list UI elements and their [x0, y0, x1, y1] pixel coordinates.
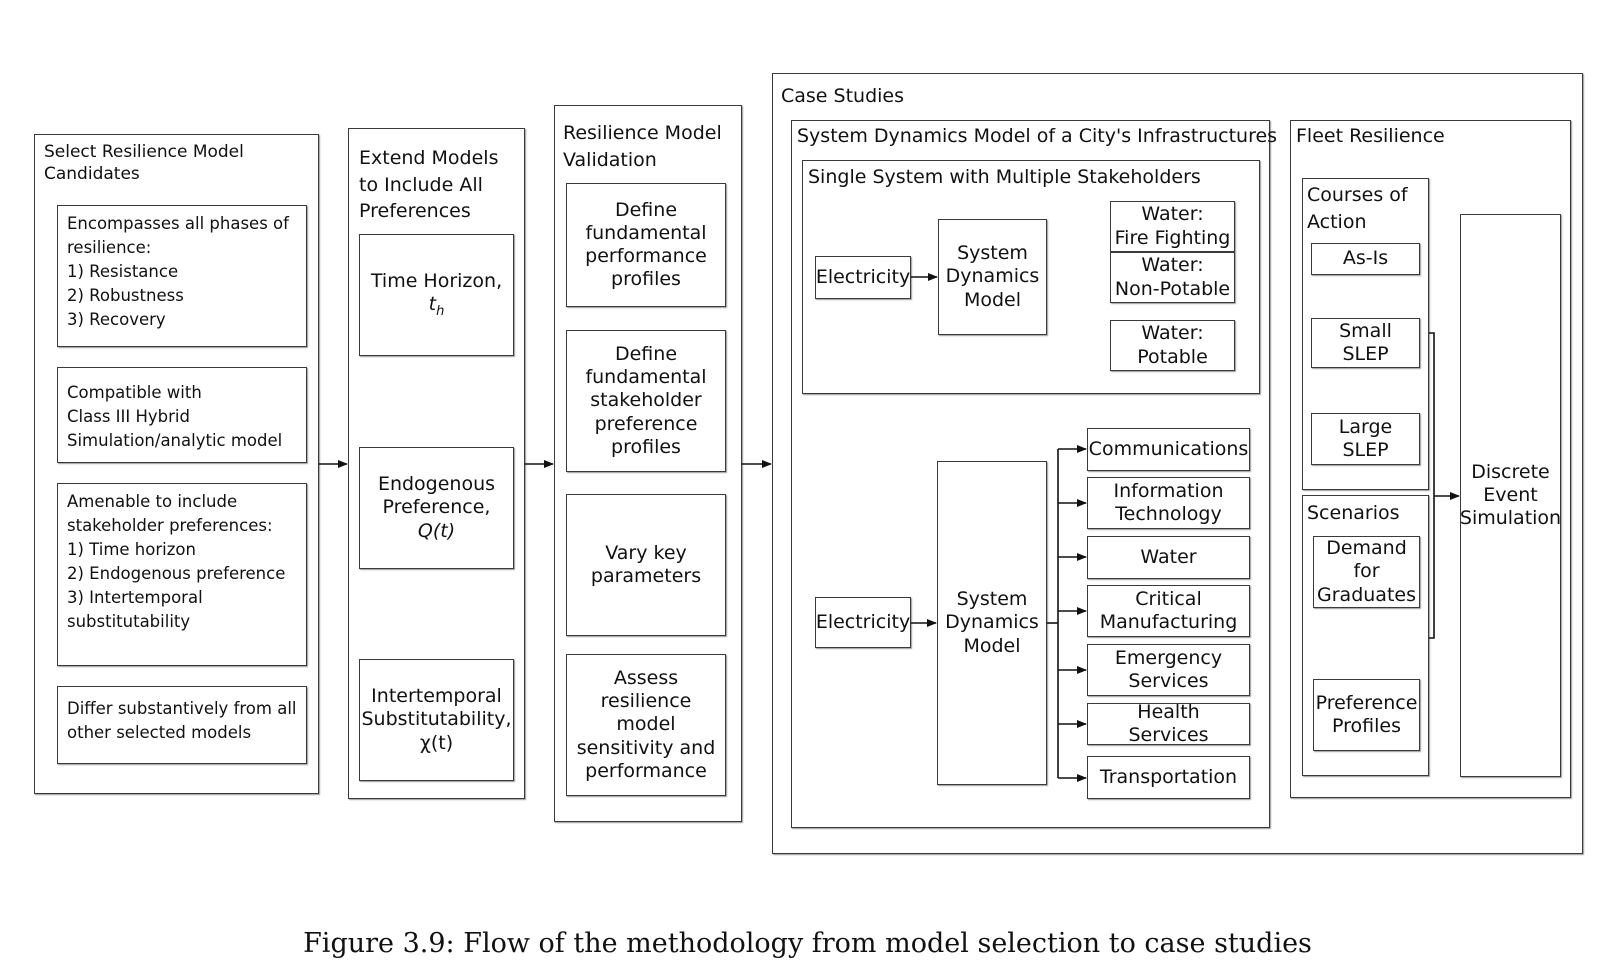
sector-communications-box: Communications	[1087, 428, 1250, 471]
sd-city-title: System Dynamics Model of a City's Infras…	[797, 125, 1278, 147]
single-electricity-box: Electricity	[815, 256, 911, 299]
single-system-title: Single System with Multiple Stakeholders	[808, 166, 1201, 188]
preference-profiles-box: Define fundamental stakeholder preferenc…	[566, 330, 726, 472]
validation-title: Resilience Model Validation	[563, 122, 722, 171]
sensitivity-box: Assess resilience model sensitivity and …	[566, 654, 726, 796]
endogenous-preference-symbol: Q(t)	[417, 519, 456, 542]
endogenous-preference-label: Endogenous Preference,	[377, 473, 496, 519]
select-candidates-title: Select Resilience Model Candidates	[44, 142, 244, 184]
intertemporal-box: Intertemporal Substitutability, χ(t)	[359, 659, 514, 781]
endogenous-preference-box: Endogenous Preference, Q(t)	[359, 447, 514, 569]
multi-sd-model-box: System Dynamics Model	[937, 461, 1047, 785]
criterion-differ-box: Differ substantively from all other sele…	[57, 686, 307, 764]
course-large-slep-box: Large SLEP	[1311, 413, 1420, 465]
discrete-event-simulation-box: Discrete Event Simulation	[1460, 214, 1561, 777]
course-as-is-box: As-Is	[1311, 243, 1420, 275]
water-non-potable-box: Water: Non-Potable	[1110, 252, 1235, 303]
sector-emergency-services-box: Emergency Services	[1087, 644, 1250, 696]
fleet-resilience-title: Fleet Resilience	[1296, 125, 1445, 147]
figure-caption: Figure 3.9: Flow of the methodology from…	[303, 928, 1312, 959]
single-sd-model-box: System Dynamics Model	[938, 219, 1047, 335]
courses-of-action-title: Courses of Action	[1307, 184, 1408, 233]
water-potable-box: Water: Potable	[1110, 320, 1235, 371]
extend-models-title: Extend Models to Include All Preferences	[359, 147, 499, 223]
sector-information-technology-box: Information Technology	[1087, 477, 1250, 529]
case-studies-title: Case Studies	[781, 85, 905, 107]
intertemporal-label: Intertemporal Substitutability,	[361, 685, 512, 731]
multi-electricity-box: Electricity	[815, 597, 911, 648]
scenario-demand-box: Demand for Graduates	[1313, 536, 1420, 608]
time-horizon-box: Time Horizon, th	[359, 234, 514, 356]
sector-critical-manufacturing-box: Critical Manufacturing	[1087, 585, 1250, 637]
time-horizon-symbol: th	[428, 293, 445, 320]
criterion-compatible-box: Compatible with Class III Hybrid Simulat…	[57, 367, 307, 463]
vary-parameters-box: Vary key parameters	[566, 494, 726, 636]
criterion-preferences-box: Amenable to include stakeholder preferen…	[57, 483, 307, 666]
sector-water-box: Water	[1087, 536, 1250, 579]
sector-transportation-box: Transportation	[1087, 756, 1250, 799]
time-horizon-label: Time Horizon,	[370, 270, 503, 293]
scenarios-title: Scenarios	[1307, 502, 1400, 524]
scenario-preference-profiles-box: Preference Profiles	[1313, 679, 1420, 751]
criterion-phases-box: Encompasses all phases of resilience: 1)…	[57, 205, 307, 347]
water-fire-fighting-box: Water: Fire Fighting	[1110, 201, 1235, 252]
sector-health-services-box: Health Services	[1087, 701, 1250, 746]
course-small-slep-box: Small SLEP	[1311, 318, 1420, 368]
performance-profiles-box: Define fundamental performance profiles	[566, 183, 726, 307]
intertemporal-symbol: χ(t)	[419, 731, 454, 754]
